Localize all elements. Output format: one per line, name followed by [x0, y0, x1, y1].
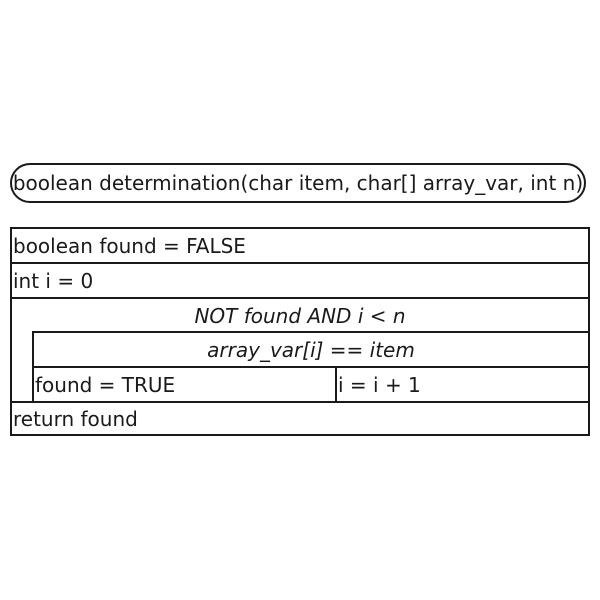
statement-text: return found — [13, 406, 138, 431]
if-condition: array_var[i] == item — [34, 333, 588, 367]
statement-init-found: boolean found = FALSE — [12, 229, 588, 263]
function-signature: boolean determination(char item, char[] … — [12, 171, 584, 195]
statement-text: int i = 0 — [13, 269, 94, 293]
else-branch: i = i + 1 — [337, 368, 588, 401]
then-branch-text: found = TRUE — [35, 372, 176, 397]
function-header: boolean determination(char item, char[] … — [10, 163, 586, 203]
else-branch-text: i = i + 1 — [338, 372, 421, 397]
statement-init-i: int i = 0 — [12, 264, 588, 298]
while-loop-condition: NOT found AND i < n — [12, 299, 588, 332]
then-branch: found = TRUE — [34, 368, 336, 401]
divider — [32, 331, 588, 333]
branch-divider — [335, 366, 337, 401]
divider — [12, 401, 588, 403]
divider — [32, 366, 588, 368]
if-condition-text: array_var[i] == item — [207, 338, 415, 362]
nassi-shneiderman-diagram: boolean found = FALSE int i = 0 NOT foun… — [10, 227, 590, 436]
divider — [12, 297, 588, 299]
divider — [12, 262, 588, 264]
statement-text: boolean found = FALSE — [13, 234, 246, 258]
statement-return: return found — [12, 403, 588, 434]
loop-condition-text: NOT found AND i < n — [194, 303, 406, 328]
